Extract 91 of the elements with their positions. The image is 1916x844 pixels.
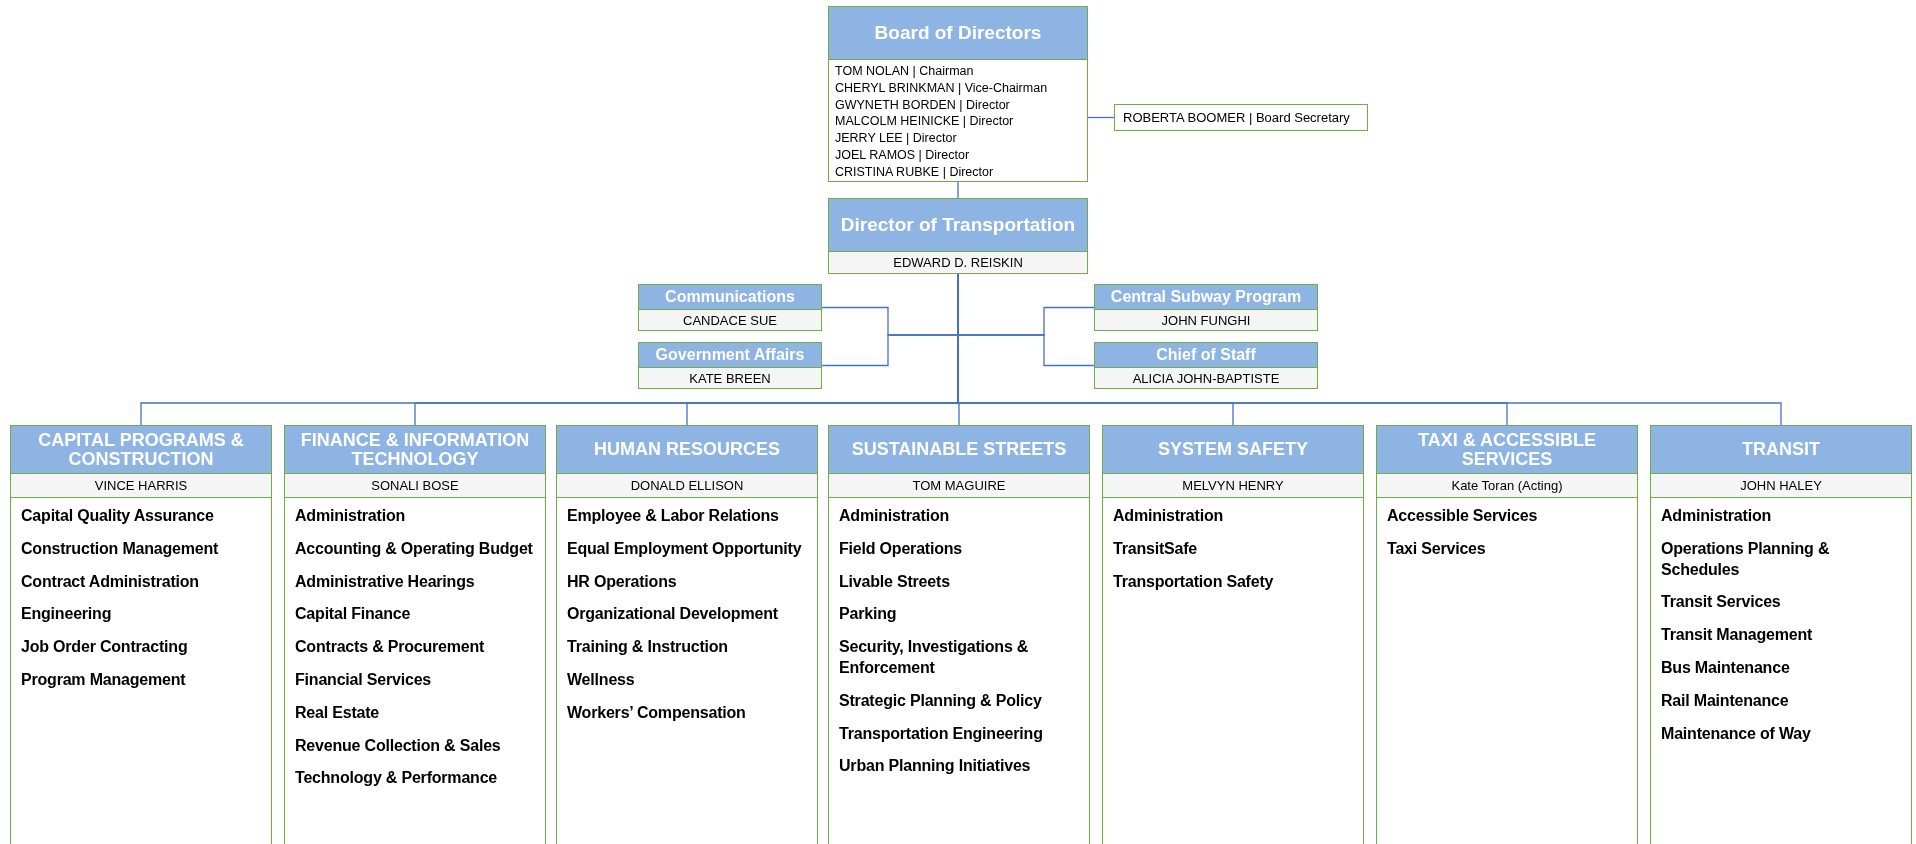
- unit-name: Equal Employment Opportunity: [566, 538, 803, 559]
- person-name: Kate Toran (Acting): [1377, 474, 1637, 498]
- org-box: [1094, 342, 1318, 389]
- person-name: ALICIA JOHN-BAPTISTE: [1095, 368, 1317, 388]
- person-name: VINCE HARRIS: [11, 474, 271, 498]
- box-title: TAXI & ACCESSIBLE SERVICES: [1377, 426, 1637, 474]
- org-box: [638, 284, 822, 331]
- unit-name: Transportation Engineering: [838, 723, 1044, 744]
- box-title: Communications: [639, 285, 821, 310]
- unit-name: Job Order Contracting: [20, 637, 189, 658]
- unit-name: Contracts & Procurement: [294, 637, 486, 658]
- unit-name: Program Management: [20, 670, 187, 690]
- unit-name: Real Estate: [294, 702, 381, 723]
- unit-name: Administrative Hearings: [294, 571, 476, 592]
- member-line: CHERYL BRINKMAN | Vice-Chairman: [834, 79, 1049, 97]
- department-box: [1650, 425, 1912, 844]
- box-title: Director of Transportation: [829, 199, 1087, 252]
- department-box: [1376, 425, 1638, 844]
- unit-name: HR Operations: [566, 571, 678, 592]
- unit-name: Accounting & Operating Budget: [294, 538, 534, 559]
- box-title: Central Subway Program: [1095, 285, 1317, 310]
- unit-name: Employee & Labor Relations: [566, 506, 780, 526]
- department-box: [556, 425, 818, 844]
- unit-name: Workers’ Compensation: [566, 702, 747, 723]
- member-line: JERRY LEE | Director: [834, 130, 958, 147]
- box-title: FINANCE & INFORMATION TECHNOLOGY: [285, 426, 545, 474]
- unit-name: TransitSafe: [1112, 538, 1199, 559]
- unit-name: Accessible Services: [1386, 506, 1539, 526]
- unit-name: Field Operations: [838, 538, 964, 559]
- unit-name: Administration: [838, 506, 951, 526]
- person-name: DONALD ELLISON: [557, 474, 817, 498]
- unit-name: Administration: [1112, 506, 1225, 526]
- name-box: [1114, 104, 1368, 131]
- box-title: SUSTAINABLE STREETS: [829, 426, 1089, 474]
- unit-name: Engineering: [20, 604, 113, 625]
- unit-name: Strategic Planning & Policy: [838, 690, 1043, 711]
- unit-name: Capital Quality Assurance: [20, 506, 215, 526]
- org-box: [828, 6, 1088, 182]
- person-name: KATE BREEN: [639, 368, 821, 388]
- unit-name: Technology & Performance: [294, 768, 499, 789]
- unit-name: Capital Finance: [294, 604, 412, 625]
- member-line: GWYNETH BORDEN | Director: [834, 96, 1011, 114]
- unit-name: Contract Administration: [20, 571, 200, 592]
- member-line: JOEL RAMOS | Director: [834, 147, 971, 164]
- box-title: Chief of Staff: [1095, 343, 1317, 368]
- org-box: [638, 342, 822, 389]
- member-line: TOM NOLAN | Chairman: [834, 63, 975, 80]
- department-box: [284, 425, 546, 844]
- org-box: [828, 198, 1088, 274]
- box-title: SYSTEM SAFETY: [1103, 426, 1363, 474]
- person-name: CANDACE SUE: [639, 310, 821, 330]
- unit-name: Urban Planning Initiatives: [838, 756, 1032, 777]
- unit-name: Maintenance of Way: [1660, 723, 1812, 744]
- person-name: ROBERTA BOOMER | Board Secretary: [1123, 110, 1350, 125]
- unit-name: Financial Services: [294, 670, 433, 690]
- box-title: TRANSIT: [1651, 426, 1911, 474]
- department-box: [828, 425, 1090, 844]
- person-name: SONALI BOSE: [285, 474, 545, 498]
- box-title: CAPITAL PROGRAMS & CONSTRUCTION: [11, 426, 271, 474]
- department-box: [1102, 425, 1364, 844]
- unit-name: Taxi Services: [1386, 538, 1487, 559]
- person-name: EDWARD D. REISKIN: [829, 252, 1087, 272]
- person-name: JOHN FUNGHI: [1095, 310, 1317, 330]
- unit-name: Transit Services: [1660, 592, 1782, 613]
- person-name: TOM MAGUIRE: [829, 474, 1089, 498]
- member-line: CRISTINA RUBKE | Director: [834, 163, 995, 181]
- unit-name: Livable Streets: [838, 571, 951, 592]
- unit-name: Revenue Collection & Sales: [294, 735, 502, 756]
- department-box: [10, 425, 272, 844]
- unit-name: Security, Investigations & Enforcement: [838, 637, 1030, 678]
- org-box: [1094, 284, 1318, 331]
- unit-name: Training & Instruction: [566, 637, 729, 658]
- unit-name: Transportation Safety: [1112, 571, 1275, 592]
- connector-line: [1087, 116, 1115, 119]
- box-title: Board of Directors: [829, 7, 1087, 60]
- unit-name: Bus Maintenance: [1660, 658, 1791, 678]
- unit-name: Wellness: [566, 670, 636, 690]
- box-title: HUMAN RESOURCES: [557, 426, 817, 474]
- unit-name: Parking: [838, 604, 898, 625]
- unit-name: Organizational Development: [566, 604, 779, 625]
- member-line: MALCOLM HEINICKE | Director: [834, 113, 1015, 131]
- unit-name: Operations Planning & Schedules: [1660, 538, 1831, 580]
- unit-name: Transit Management: [1660, 625, 1814, 646]
- unit-name: Administration: [294, 506, 407, 526]
- connector-line: [957, 181, 959, 199]
- box-title: Government Affairs: [639, 343, 821, 368]
- person-name: MELVYN HENRY: [1103, 474, 1363, 498]
- unit-name: Rail Maintenance: [1660, 690, 1790, 711]
- person-name: JOHN HALEY: [1651, 474, 1911, 498]
- unit-name: Administration: [1660, 506, 1773, 526]
- unit-name: Construction Management: [20, 538, 220, 559]
